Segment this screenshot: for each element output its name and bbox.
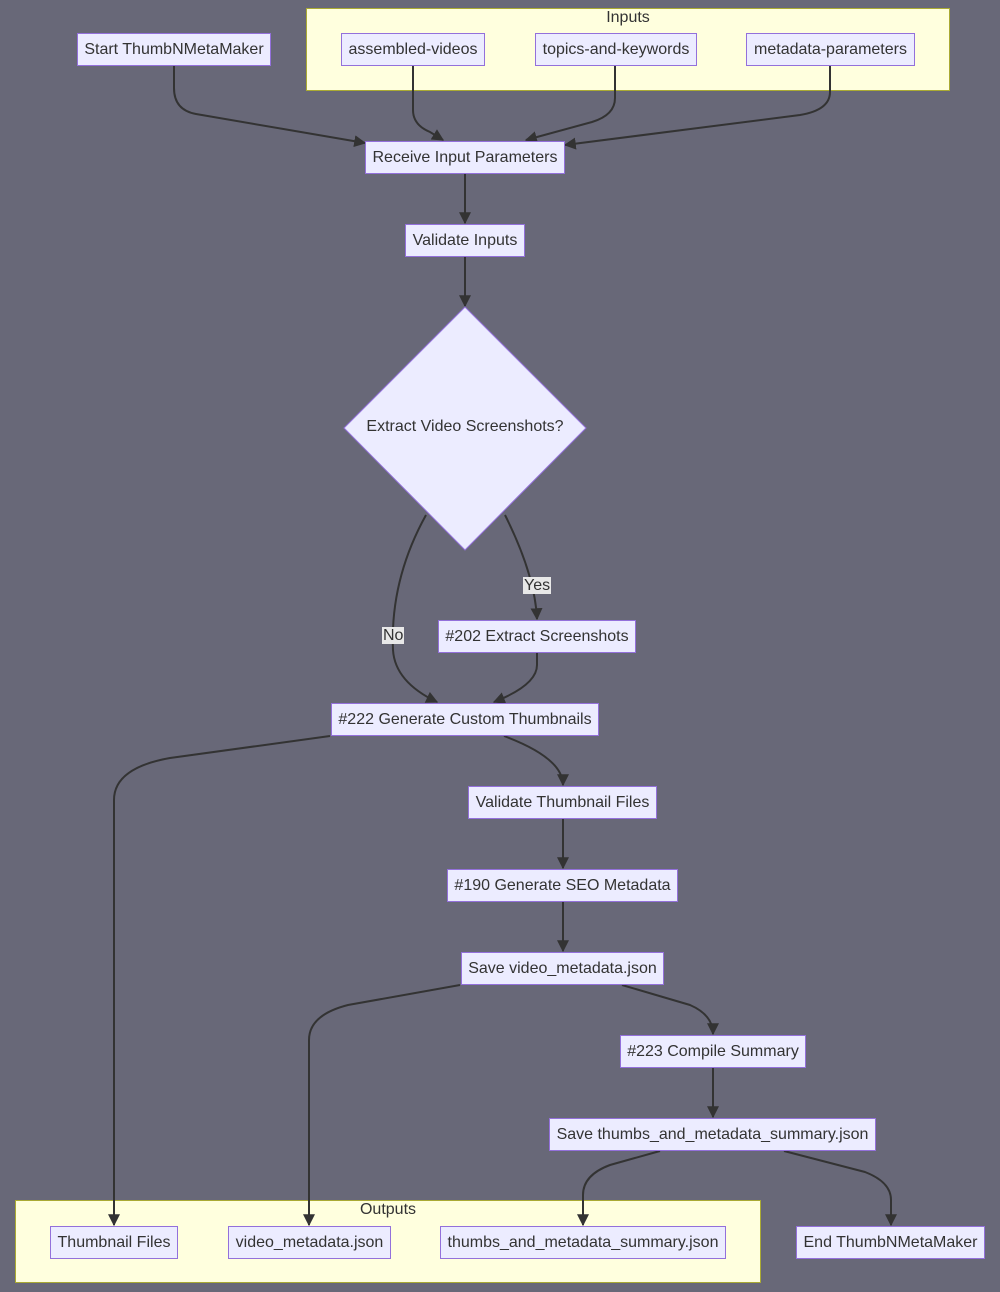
topics-and-keywords-node[interactable]: topics-and-keywords: [535, 33, 697, 66]
edge-savesummary-summaryjson: [577, 1150, 661, 1227]
end-node[interactable]: End ThumbNMetaMaker: [796, 1226, 985, 1259]
edge-savesummary-end: [783, 1150, 897, 1227]
inputs-group-title: Inputs: [606, 9, 650, 26]
edge-decision-generate-no: [391, 514, 439, 703]
validate-thumbnail-files-node[interactable]: Validate Thumbnail Files: [468, 786, 657, 819]
edge-save-compile: [621, 984, 719, 1036]
edge-label-no: No: [382, 627, 405, 644]
edge-decision-extract-yes: [504, 514, 543, 621]
edge-save-videometadata: [303, 984, 461, 1227]
edge-label-yes: Yes: [523, 577, 552, 594]
summary-json-node[interactable]: thumbs_and_metadata_summary.json: [440, 1226, 726, 1259]
extract-screenshots-node[interactable]: #202 Extract Screenshots: [438, 620, 636, 653]
decision-diamond-shape: [343, 306, 587, 551]
decision-label: Extract Video Screenshots?: [366, 418, 564, 435]
receive-input-node[interactable]: Receive Input Parameters: [365, 141, 565, 174]
edge-extract-generate: [492, 653, 538, 704]
metadata-parameters-node[interactable]: metadata-parameters: [746, 33, 915, 66]
edge-start-receive: [173, 66, 367, 148]
thumbnail-files-node[interactable]: Thumbnail Files: [50, 1226, 178, 1259]
edge-generate-validatethumbs: [503, 735, 569, 787]
generate-seo-metadata-node[interactable]: #190 Generate SEO Metadata: [447, 869, 678, 902]
edge-videos-receive: [412, 66, 445, 141]
edge-topics-receive: [524, 66, 616, 143]
compile-summary-node[interactable]: #223 Compile Summary: [620, 1035, 806, 1068]
generate-thumbnails-node[interactable]: #222 Generate Custom Thumbnails: [331, 703, 599, 736]
start-node[interactable]: Start ThumbNMetaMaker: [77, 33, 271, 66]
video-metadata-json-node[interactable]: video_metadata.json: [228, 1226, 391, 1259]
outputs-group-title: Outputs: [359, 1201, 417, 1218]
save-video-metadata-node[interactable]: Save video_metadata.json: [461, 952, 664, 985]
edge-generate-thumbnailfiles: [108, 735, 331, 1227]
save-summary-node[interactable]: Save thumbs_and_metadata_summary.json: [549, 1118, 876, 1151]
edge-params-receive: [563, 66, 831, 150]
assembled-videos-node[interactable]: assembled-videos: [341, 33, 485, 66]
validate-inputs-node[interactable]: Validate Inputs: [405, 224, 525, 257]
decision-node[interactable]: Extract Video Screenshots?: [343, 306, 587, 551]
